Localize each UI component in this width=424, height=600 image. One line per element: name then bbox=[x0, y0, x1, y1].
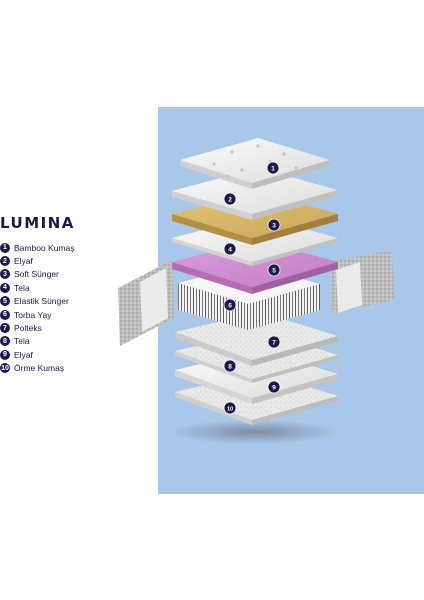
legend-number-badge: 2 bbox=[0, 256, 10, 267]
legend-number-badge: 3 bbox=[0, 269, 10, 280]
svg-text:6: 6 bbox=[228, 302, 232, 309]
layer-7 bbox=[175, 312, 338, 366]
diagram-badge-1: 1 bbox=[266, 161, 280, 175]
legend-item: 9 Elyaf bbox=[0, 348, 74, 361]
legend-label: Bamboo Kumaş bbox=[14, 242, 75, 253]
legend-item: 4 Tela bbox=[0, 281, 74, 294]
diagram-badge-3: 3 bbox=[267, 218, 281, 232]
legend-item: 10 Örme Kumaş bbox=[0, 362, 74, 375]
svg-text:3: 3 bbox=[272, 222, 276, 229]
diagram-badge-6: 6 bbox=[223, 298, 237, 312]
layer-2 bbox=[172, 168, 338, 220]
svg-text:2: 2 bbox=[228, 196, 232, 203]
legend-label: Soft Sünger bbox=[14, 269, 59, 280]
legend-number-badge: 5 bbox=[0, 296, 10, 307]
legend-number-badge: 4 bbox=[0, 282, 10, 293]
legend-item: 3 Soft Sünger bbox=[0, 268, 74, 281]
diagram-badge-5: 5 bbox=[267, 263, 281, 277]
legend-number-badge: 1 bbox=[0, 242, 10, 253]
product-title: LUMINA bbox=[0, 214, 75, 232]
legend-label: Elyaf bbox=[14, 349, 33, 360]
legend-item: 7 Polteks bbox=[0, 321, 74, 334]
svg-text:8: 8 bbox=[228, 363, 232, 370]
legend-item: 8 Tela bbox=[0, 335, 74, 348]
svg-text:1: 1 bbox=[271, 165, 275, 172]
diagram-badge-8: 8 bbox=[223, 359, 237, 373]
svg-text:7: 7 bbox=[272, 339, 276, 346]
svg-text:4: 4 bbox=[228, 246, 232, 253]
legend-item: 1 Bamboo Kumaş bbox=[0, 241, 74, 254]
right-inner-panel bbox=[336, 262, 362, 313]
diagram-badge-10: 10 bbox=[223, 401, 237, 415]
diagram-badge-7: 7 bbox=[267, 335, 281, 349]
legend-number-badge: 9 bbox=[0, 349, 10, 360]
legend-label: Elyaf bbox=[14, 256, 33, 267]
legend-label: Tela bbox=[14, 336, 30, 347]
legend-item: 5 Elastik Sünger bbox=[0, 295, 74, 308]
left-inner-panel bbox=[140, 268, 168, 332]
legend-item: 6 Torba Yay bbox=[0, 308, 74, 321]
legend-label: Örme Kumaş bbox=[14, 363, 65, 374]
diagram-badge-4: 4 bbox=[223, 242, 237, 256]
diagram-badge-2: 2 bbox=[223, 192, 237, 206]
diagram-badge-9: 9 bbox=[267, 380, 281, 394]
floor-shadow bbox=[170, 420, 340, 444]
legend-number-badge: 6 bbox=[0, 309, 10, 320]
legend-number-badge: 10 bbox=[0, 363, 10, 374]
diagram-badges: 1 2 3 4 5 6 7 8 9 10 bbox=[223, 161, 281, 415]
svg-text:10: 10 bbox=[227, 406, 233, 412]
layer-1 bbox=[180, 138, 330, 189]
legend-label: Torba Yay bbox=[14, 309, 52, 320]
legend-label: Polteks bbox=[14, 323, 42, 334]
legend-item: 2 Elyaf bbox=[0, 254, 74, 267]
legend-label: Tela bbox=[14, 282, 30, 293]
legend-label: Elastik Sünger bbox=[14, 296, 69, 307]
legend-number-badge: 8 bbox=[0, 336, 10, 347]
svg-text:9: 9 bbox=[272, 384, 276, 391]
svg-text:5: 5 bbox=[272, 267, 276, 274]
legend-number-badge: 7 bbox=[0, 323, 10, 334]
